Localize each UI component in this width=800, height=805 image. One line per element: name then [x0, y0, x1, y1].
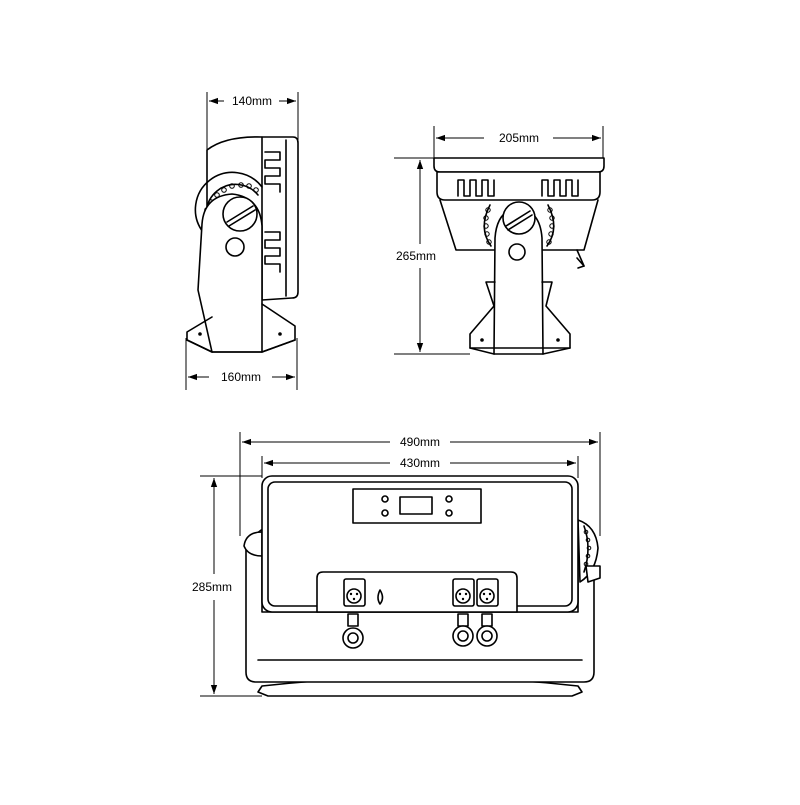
side-view: 140mm [185, 92, 299, 390]
label-front-height: 265mm [396, 249, 436, 263]
label-back-overall-width: 490mm [400, 435, 440, 449]
dimension-front-height: 265mm [396, 160, 436, 352]
label-back-height: 285mm [192, 580, 232, 594]
back-view: 490mm 430mm 285mm [192, 432, 601, 697]
connector-group [343, 578, 499, 607]
label-back-body-width: 430mm [400, 456, 440, 470]
dimension-front-width: 205mm [436, 131, 601, 145]
label-side-depth-base: 160mm [221, 370, 261, 384]
label-front-width: 205mm [499, 131, 539, 145]
dimension-back-overall-width: 490mm [242, 435, 598, 449]
label-side-depth-top: 140mm [232, 94, 272, 108]
dimension-side-depth-top: 140mm [209, 94, 296, 108]
dimension-back-body-width: 430mm [264, 456, 576, 470]
dimension-side-depth-base: 160mm [188, 370, 295, 384]
dimension-back-height: 285mm [192, 478, 232, 694]
lower-connectors [342, 613, 498, 649]
control-panel [352, 488, 482, 524]
front-view: 205mm 265mm [394, 126, 605, 355]
